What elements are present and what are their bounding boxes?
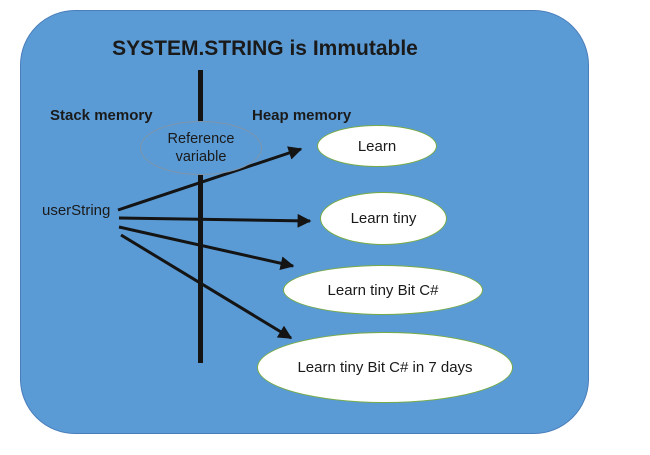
heap-object-label: Learn [357,137,397,155]
reference-variable-node: Reference variable [140,121,262,175]
page-title: SYSTEM.STRING is Immutable [112,37,418,60]
heap-object-learn-tiny-bit-7days: Learn tiny Bit C# in 7 days [257,332,513,403]
stack-memory-label: Stack memory [50,107,153,124]
heap-object-label: Learn tiny Bit C# [327,281,439,299]
heap-memory-label: Heap memory [252,107,352,124]
reference-variable-line2: variable [175,149,227,165]
heap-object-label: Learn tiny Bit C# in 7 days [297,359,473,376]
userstring-label: userString [42,202,111,219]
heap-object-learn: Learn [317,125,437,167]
heap-object-label: Learn tiny [350,210,417,227]
heap-object-learn-tiny-bit: Learn tiny Bit C# [283,265,483,315]
heap-object-learn-tiny: Learn tiny [320,192,447,245]
reference-variable-line1: Reference [167,130,235,147]
